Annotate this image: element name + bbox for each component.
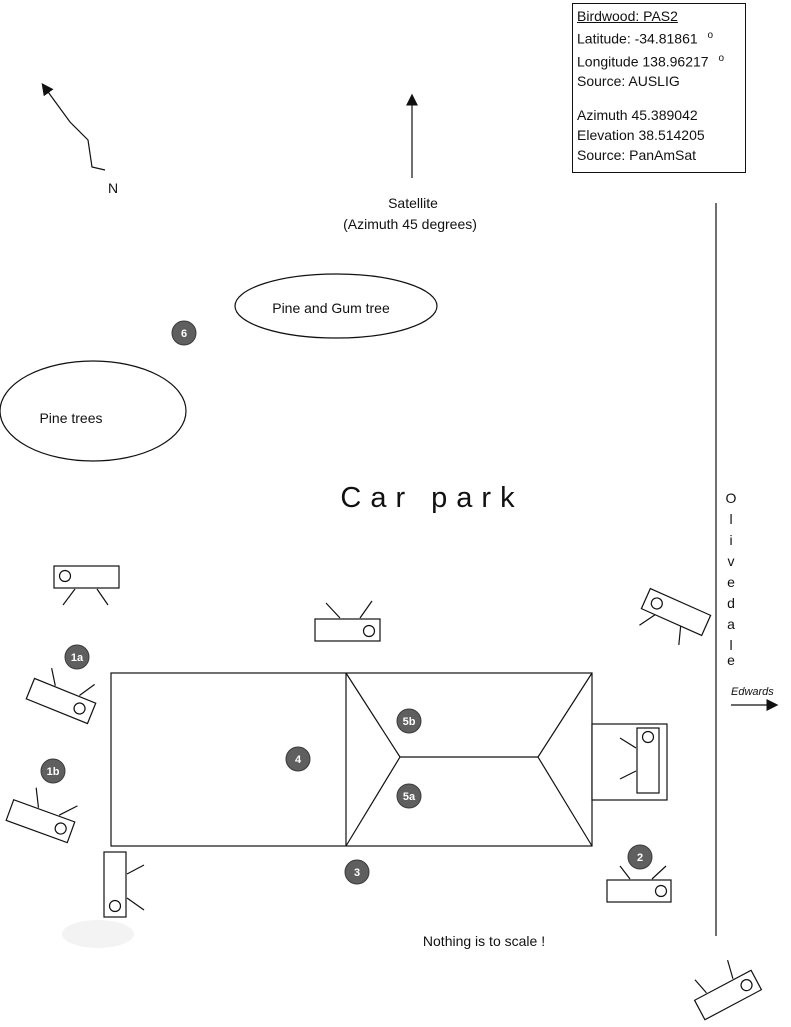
- svg-text:4: 4: [295, 754, 302, 766]
- svg-text:1a: 1a: [71, 652, 84, 664]
- svg-text:i: i: [729, 532, 732, 548]
- edwards-label: Edwards: [731, 686, 774, 698]
- svg-text:e: e: [727, 574, 735, 590]
- marker-6: 6: [171, 320, 197, 346]
- marker-1a: 1a: [64, 644, 90, 670]
- svg-text:2: 2: [637, 852, 643, 864]
- latitude-value: Latitude: -34.81861: [577, 30, 698, 47]
- pine-gum-tree-label: Pine and Gum tree: [272, 300, 390, 316]
- north-label: N: [108, 180, 118, 196]
- camera-icon: [606, 865, 672, 903]
- latitude-row: Latitude: -34.81861 o: [577, 26, 741, 49]
- svg-text:6: 6: [181, 328, 187, 340]
- svg-text:5a: 5a: [403, 791, 416, 803]
- marker-4: 4: [285, 746, 311, 772]
- longitude-degree: o: [718, 52, 725, 64]
- camera-icon: [25, 667, 97, 725]
- longitude-row: Longitude 138.96217 o: [577, 49, 741, 72]
- camera-icon: [53, 565, 120, 606]
- svg-text:e: e: [727, 652, 735, 668]
- camera-icon: [693, 959, 763, 1021]
- marker-5b: 5b: [396, 708, 422, 734]
- marker-3: 3: [344, 859, 370, 885]
- satellite-label: Satellite: [388, 195, 438, 211]
- svg-text:d: d: [727, 595, 735, 611]
- svg-text:3: 3: [354, 867, 360, 879]
- pine-gum-tree-area: [234, 273, 438, 339]
- svg-text:O: O: [726, 490, 737, 506]
- camera-icon: [639, 587, 712, 646]
- longitude-value: Longitude 138.96217: [577, 53, 709, 70]
- pine-trees-area: [0, 360, 187, 462]
- building: [110, 672, 668, 847]
- satellite-azimuth-label: (Azimuth 45 degrees): [343, 216, 477, 232]
- camera-icon: [5, 787, 78, 844]
- camera-icon: [103, 851, 145, 918]
- svg-text:a: a: [727, 616, 735, 632]
- satellite-source: Source: PanAmSat: [577, 147, 697, 164]
- scale-note: Nothing is to scale !: [423, 933, 545, 949]
- site-info-box: Birdwood: PAS2 Latitude: -34.81861 o Lon…: [572, 3, 746, 173]
- marker-1b: 1b: [40, 758, 66, 784]
- elevation-value: Elevation 38.514205: [577, 127, 705, 144]
- latitude-degree: o: [707, 30, 714, 41]
- olivedale-road-label: O l i v e d a l e: [726, 490, 737, 668]
- marker-5a: 5a: [396, 783, 422, 809]
- location-source: Source: AUSLIG: [577, 73, 680, 90]
- camera-icon: [314, 600, 381, 642]
- smudge: [62, 920, 134, 948]
- svg-text:5b: 5b: [403, 716, 416, 728]
- pine-trees-label: Pine trees: [39, 410, 102, 426]
- site-title: Birdwood: PAS2: [577, 8, 678, 24]
- north-arrow-icon: [41, 83, 106, 171]
- svg-text:l: l: [729, 511, 732, 527]
- svg-text:v: v: [728, 553, 735, 569]
- svg-text:1b: 1b: [47, 766, 60, 778]
- camera-icon: [619, 727, 660, 794]
- svg-text:l: l: [729, 637, 732, 653]
- marker-2: 2: [627, 844, 653, 870]
- azimuth-value: Azimuth 45.389042: [577, 107, 698, 124]
- car-park-label: Car park: [340, 482, 523, 514]
